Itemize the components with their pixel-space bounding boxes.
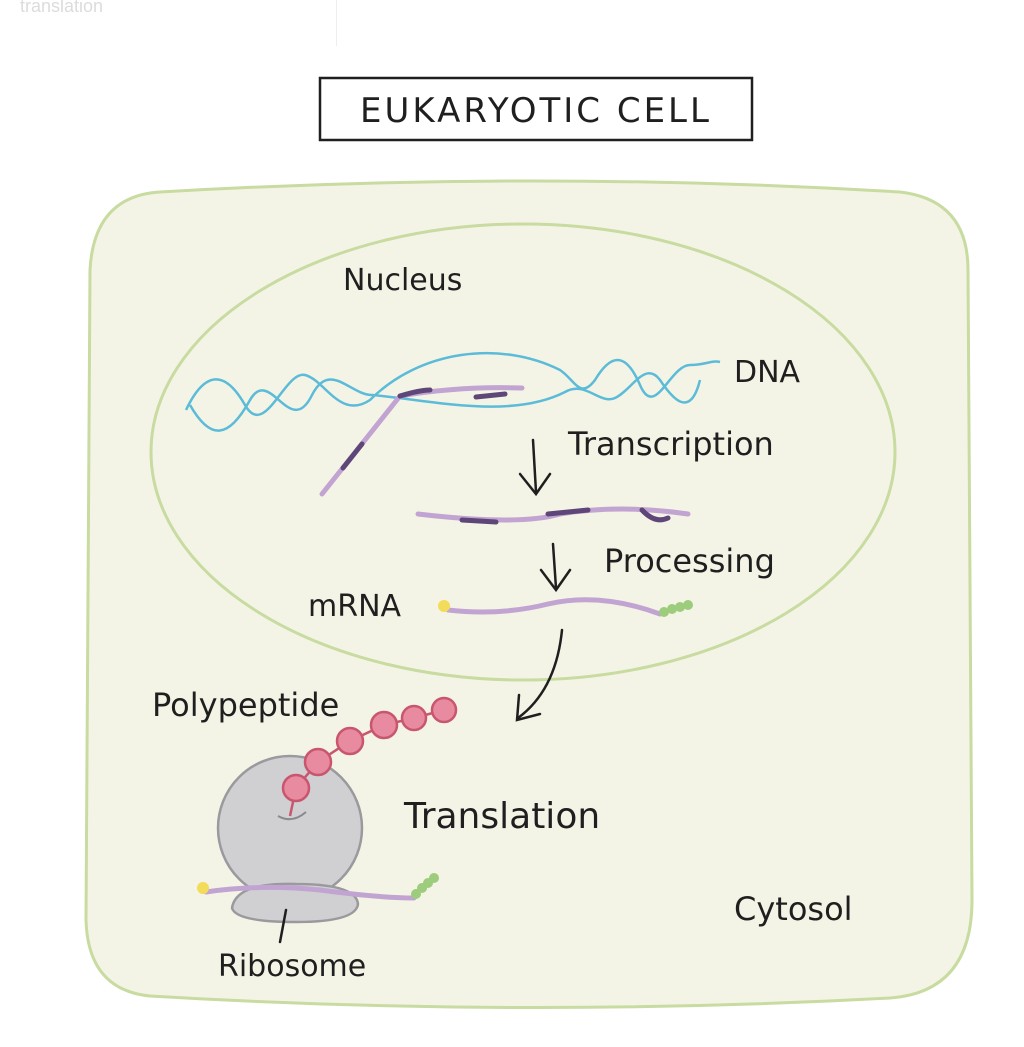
pre-mrna <box>415 506 691 525</box>
ribosome-pointer <box>278 908 288 944</box>
polypeptide-label: Polypeptide <box>152 686 339 724</box>
title-box <box>318 76 754 142</box>
top-caption: translation <box>20 0 104 16</box>
poly-a-tail <box>659 600 693 617</box>
transcription-label: Transcription <box>567 425 774 463</box>
nascent-rna <box>319 385 525 497</box>
top-divider <box>336 0 337 46</box>
transcription-arrow <box>518 438 552 497</box>
nucleus-label: Nucleus <box>343 263 462 298</box>
dna-helix <box>184 351 721 432</box>
ribosome-mrna <box>197 873 439 901</box>
processing-label: Processing <box>604 542 775 580</box>
ribosome-label: Ribosome <box>218 949 366 984</box>
five-prime-cap <box>438 600 450 612</box>
cytosol-label: Cytosol <box>734 890 853 928</box>
processing-arrow <box>539 542 572 593</box>
ribosome-mrna-cap <box>197 882 209 894</box>
mrna-label: mRNA <box>308 589 402 624</box>
export-arrow <box>515 628 564 722</box>
dna-label: DNA <box>734 355 801 390</box>
ribosome-mrna-tail <box>411 873 439 899</box>
mature-mrna <box>438 597 693 617</box>
ribosome-groove <box>277 811 307 821</box>
nucleus-envelope <box>149 222 897 682</box>
translation-label: Translation <box>403 796 600 837</box>
polypeptide-chain <box>281 696 458 817</box>
title-text: EUKARYOTIC CELL <box>360 91 712 131</box>
